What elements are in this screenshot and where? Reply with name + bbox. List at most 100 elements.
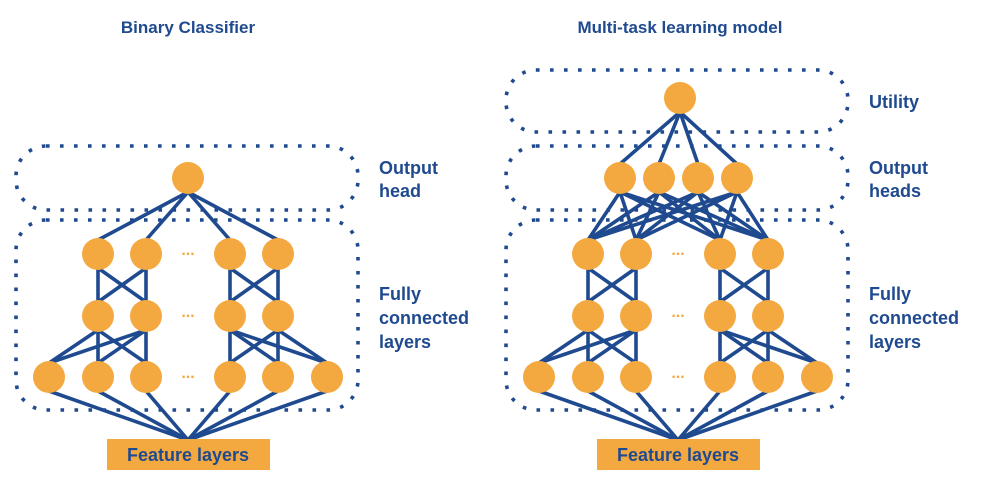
- edge-fc-to-head: [186, 190, 232, 242]
- multitask-edges: [537, 110, 819, 442]
- binary-classifier-diagram: Binary Classifier ... ... ... Feature la…: [14, 18, 469, 470]
- fc-node-layer3: [214, 361, 246, 393]
- fc-node-layer1: [82, 238, 114, 270]
- fc-node-layer3: [572, 361, 604, 393]
- edge-feature-to-fc: [676, 389, 819, 442]
- output-heads-label-line2: heads: [869, 181, 921, 201]
- fc-node-layer2: [752, 300, 784, 332]
- fc-label-line2: connected: [379, 308, 469, 328]
- edge-feature-to-fc: [144, 389, 190, 442]
- multitask-model-diagram: Multi-task learning model ... ... ... Fe…: [504, 18, 959, 470]
- output-node: [721, 162, 753, 194]
- fc-node-layer3: [801, 361, 833, 393]
- edge-feature-to-fc: [676, 389, 722, 442]
- fc-node-layer1: [130, 238, 162, 270]
- edge-fc-to-head: [634, 190, 739, 242]
- output-node: [172, 162, 204, 194]
- fc-node-layer3: [262, 361, 294, 393]
- edge-fc: [766, 328, 819, 365]
- output-head-label-line1: Output: [379, 158, 438, 178]
- fc-layers-group-box: [14, 218, 360, 412]
- edge-fc-to-head: [144, 190, 190, 242]
- fc-label-line3: layers: [379, 332, 431, 352]
- fc-node-layer2: [620, 300, 652, 332]
- fc-node-layer1: [262, 238, 294, 270]
- edge-fc: [47, 328, 100, 365]
- edge-fc: [228, 328, 329, 365]
- feature-layers-label-2: Feature layers: [617, 445, 739, 465]
- edge-fc-to-head: [186, 190, 280, 242]
- fc-node-layer3: [311, 361, 343, 393]
- fc-node-layer1: [572, 238, 604, 270]
- output-node: [682, 162, 714, 194]
- binary-edges: [47, 190, 329, 442]
- ellipsis-row1: ...: [181, 242, 194, 259]
- feature-layers-box: [107, 439, 270, 470]
- fc-node-layer1: [214, 238, 246, 270]
- edge-feature-to-fc: [96, 389, 190, 442]
- edge-fc-to-head: [586, 190, 739, 242]
- edge-feature-to-fc: [186, 389, 329, 442]
- edge-fc: [586, 328, 638, 365]
- fc-node-layer3: [523, 361, 555, 393]
- edge-fc: [228, 266, 280, 304]
- edge-fc-to-head: [586, 190, 700, 242]
- fc-node-layer2: [572, 300, 604, 332]
- fc-node-layer3: [33, 361, 65, 393]
- edge-fc-to-head: [696, 190, 722, 242]
- edge-feature-to-fc: [537, 389, 680, 442]
- binary-nodes: [33, 162, 343, 393]
- edge-fc-to-head: [586, 190, 661, 242]
- ellipsis-row3: ...: [181, 365, 194, 382]
- edge-feature-to-fc: [47, 389, 190, 442]
- edge-head-to-utility: [678, 110, 739, 166]
- edge-fc: [276, 328, 329, 365]
- fc-label-line1: Fully: [379, 284, 421, 304]
- ellipsis-row2-2: ...: [671, 304, 684, 321]
- output-head-label-line2: head: [379, 181, 421, 201]
- edge-fc-to-head: [618, 190, 638, 242]
- edge-feature-to-fc: [634, 389, 680, 442]
- edge-fc-to-head: [618, 190, 722, 242]
- utility-group-box: [504, 68, 850, 134]
- fc-node-layer3: [130, 361, 162, 393]
- fc-node-layer1: [620, 238, 652, 270]
- edge-fc-to-head: [735, 190, 770, 242]
- fc-node-layer1: [752, 238, 784, 270]
- fc-label-line1-2: Fully: [869, 284, 911, 304]
- edge-fc: [718, 328, 819, 365]
- fc-node-layer3: [752, 361, 784, 393]
- edge-fc: [586, 266, 638, 304]
- utility-label: Utility: [869, 92, 919, 112]
- output-head-group-box: [14, 144, 360, 212]
- fc-node-layer2: [262, 300, 294, 332]
- feature-layers-label: Feature layers: [127, 445, 249, 465]
- edge-fc: [228, 328, 280, 365]
- edge-fc-to-head: [96, 190, 190, 242]
- output-heads-label-line1: Output: [869, 158, 928, 178]
- multitask-model-title: Multi-task learning model: [578, 18, 783, 37]
- ellipsis-row2: ...: [181, 304, 194, 321]
- fc-node-layer1: [704, 238, 736, 270]
- edge-head-to-utility: [618, 110, 682, 166]
- fc-label-line3-2: layers: [869, 332, 921, 352]
- edge-head-to-utility: [678, 110, 700, 166]
- edge-feature-to-fc: [186, 389, 280, 442]
- fc-node-layer2: [214, 300, 246, 332]
- feature-layers-box-2: [597, 439, 760, 470]
- fc-node-layer3: [620, 361, 652, 393]
- edge-fc: [96, 328, 148, 365]
- output-node: [643, 162, 675, 194]
- utility-node: [664, 82, 696, 114]
- fc-node-layer3: [82, 361, 114, 393]
- fc-node-layer2: [82, 300, 114, 332]
- edge-fc: [537, 328, 590, 365]
- edge-fc: [718, 266, 770, 304]
- fc-node-layer2: [130, 300, 162, 332]
- output-node: [604, 162, 636, 194]
- edge-head-to-utility: [657, 110, 682, 166]
- edge-feature-to-fc: [186, 389, 232, 442]
- edge-fc-to-head: [586, 190, 622, 242]
- multitask-nodes: [523, 82, 833, 393]
